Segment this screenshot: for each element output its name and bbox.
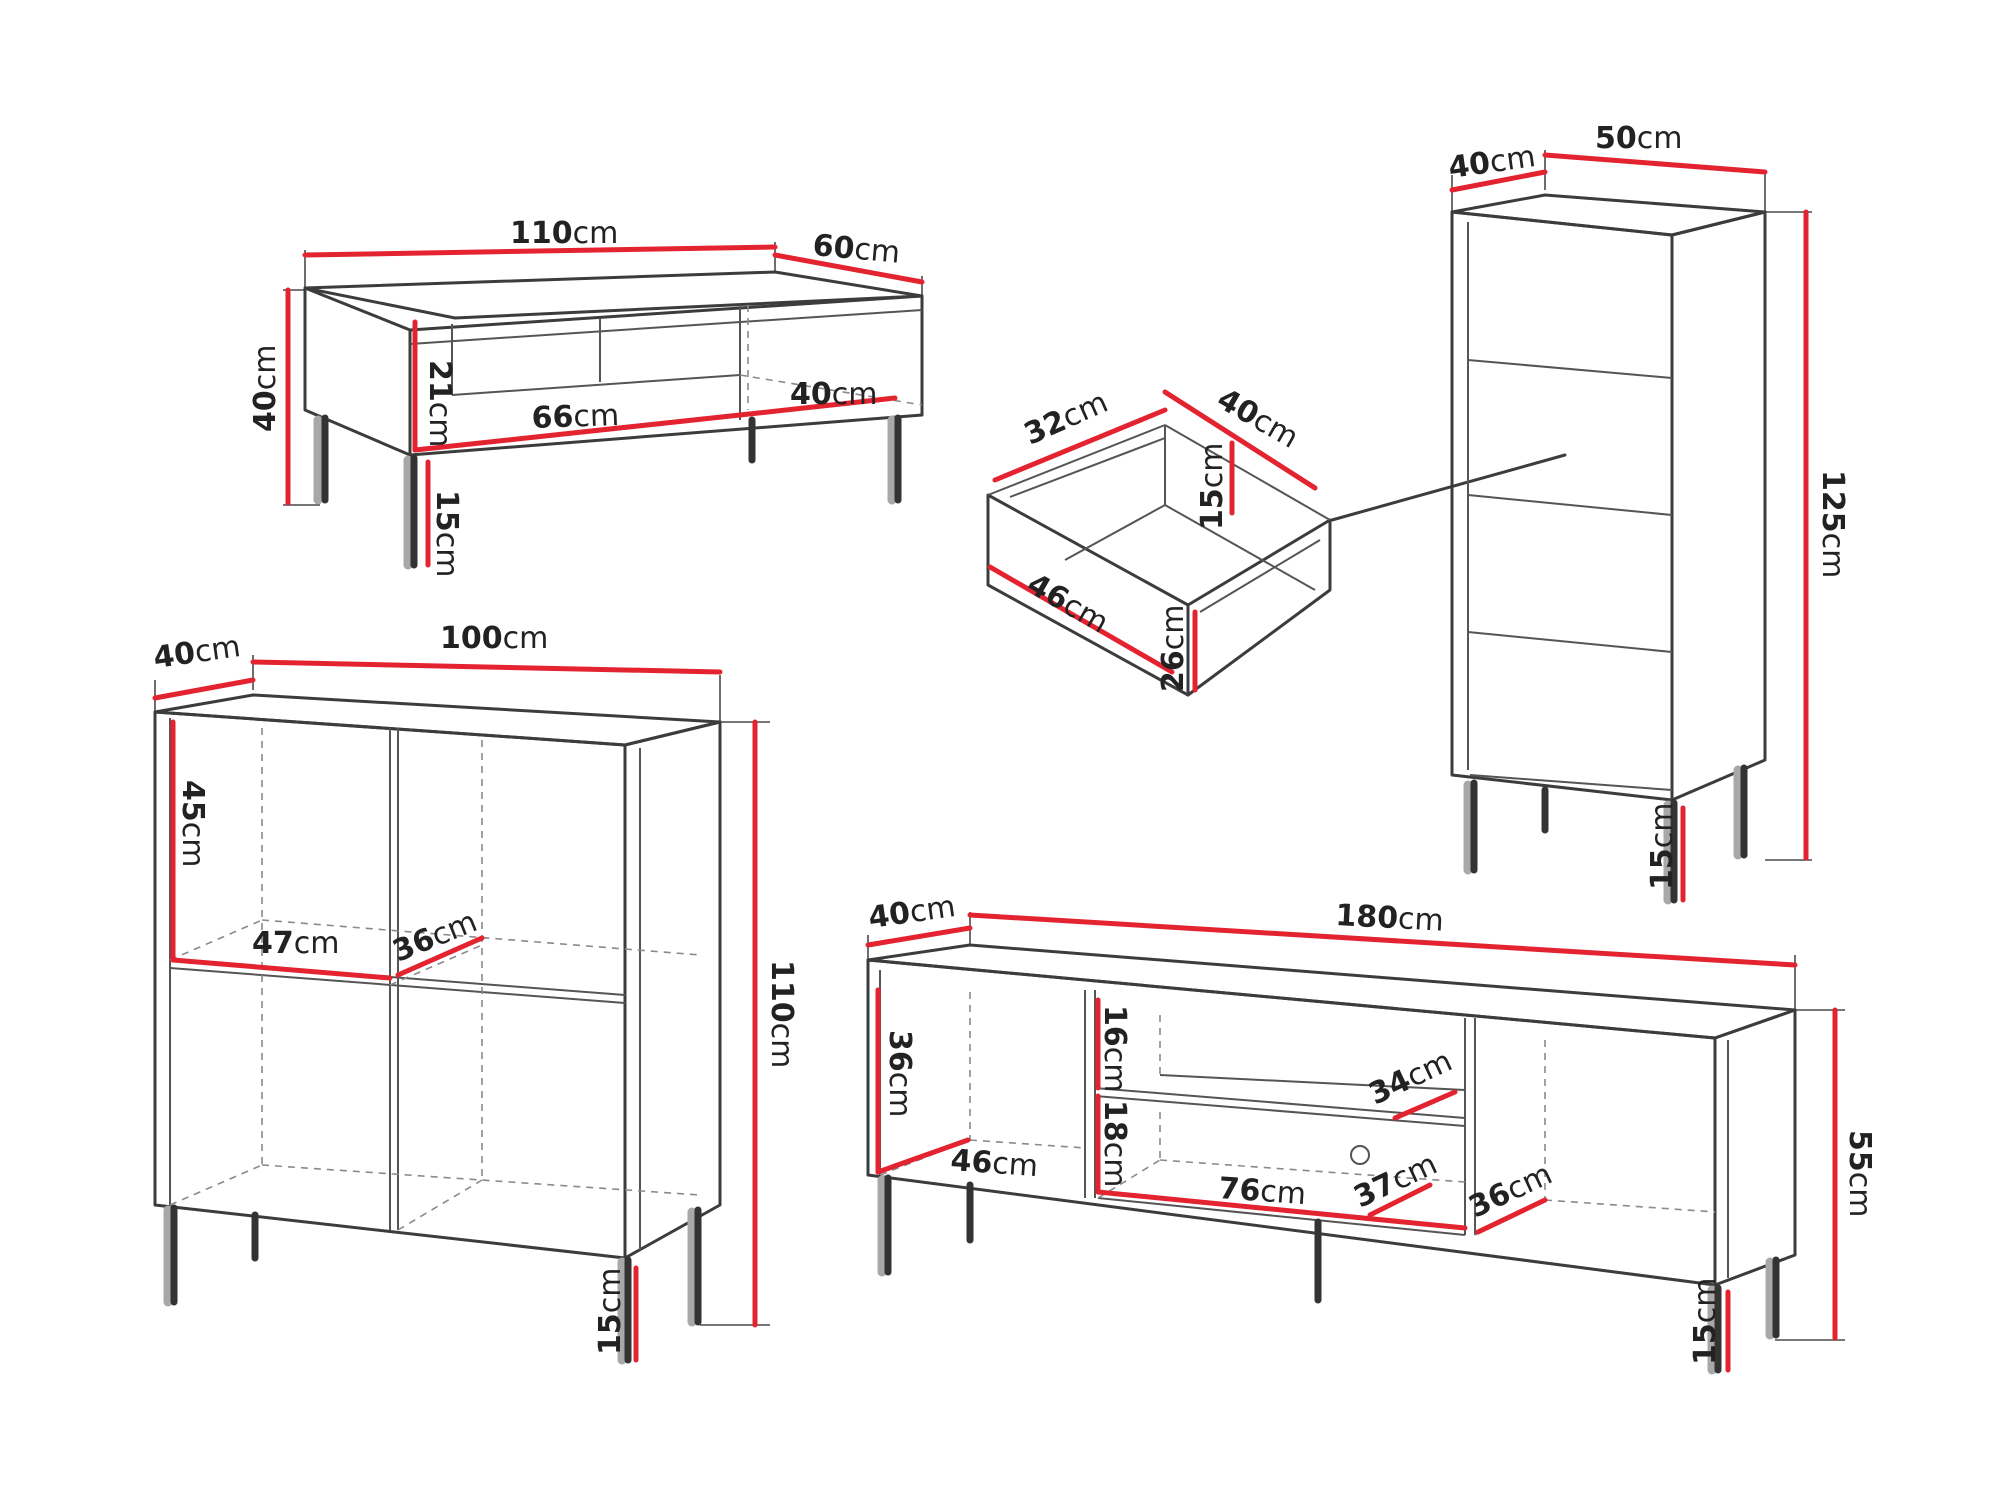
- label-drawer-depth: 32cm: [1019, 385, 1113, 453]
- dim-tower-depth: [1449, 169, 1548, 193]
- label-tv-mid-width: 76cm: [1217, 1171, 1307, 1212]
- label-table-inner-depth: 40cm: [790, 377, 877, 412]
- dim-table-inner-depth: [737, 395, 898, 418]
- dim-tv-left-width: [875, 1137, 971, 1175]
- dim-drawer-front-width: [987, 564, 1175, 675]
- label-table-height: 40cm: [248, 345, 283, 432]
- label-tv-mid-top-height: 16cm: [1097, 1005, 1132, 1092]
- label-cabinet-width: 100cm: [440, 621, 548, 656]
- drawer-knob: [1350, 1145, 1370, 1165]
- label-table-width: 110cm: [510, 216, 618, 251]
- drawer-side: [1186, 518, 1332, 697]
- label-table-inner-height: 21cm: [422, 360, 457, 447]
- coffee-table-side: [408, 294, 924, 457]
- coffee-table-top: [303, 270, 924, 320]
- label-tower-height: 125cm: [1815, 470, 1850, 578]
- label-tv-leg: 15cm: [1688, 1278, 1723, 1365]
- dim-drawer-width: [1162, 389, 1318, 491]
- label-tv-height: 55cm: [1842, 1130, 1877, 1217]
- label-table-inner-width: 66cm: [531, 398, 620, 436]
- label-cabinet-shelf-width: 47cm: [252, 926, 339, 961]
- label-table-depth: 60cm: [811, 228, 901, 270]
- dim-table-width: [302, 244, 778, 258]
- dim-tv-right-depth: [1475, 1197, 1548, 1235]
- dim-tv-mid-upper-depth: [1392, 1089, 1458, 1121]
- cabinet: 40cm 100cm 110cm 45cm 47cm 36cm 15cm: [151, 621, 799, 1365]
- label-table-leg: 15cm: [429, 490, 464, 577]
- dim-cabinet-width: [250, 659, 723, 675]
- dim-tv-depth: [865, 925, 973, 948]
- label-tower-width: 50cm: [1595, 121, 1682, 156]
- dim-tv-width: [967, 912, 1798, 968]
- label-tv-depth: 40cm: [866, 889, 957, 936]
- tall-tower: 40cm 50cm 125cm 15cm: [1446, 121, 1850, 905]
- label-cabinet-depth: 40cm: [151, 629, 242, 676]
- tower-side: [1450, 210, 1674, 802]
- dim-table-depth: [772, 252, 925, 285]
- dim-tower-width: [1542, 152, 1768, 175]
- label-tv-left-height: 36cm: [882, 1030, 917, 1117]
- drawer: 32cm 40cm 15cm 46cm 26cm: [986, 382, 1567, 697]
- cabinet-top: [153, 693, 722, 747]
- tv-stand-side: [1713, 1008, 1797, 1287]
- dim-table-inner-width: [412, 412, 743, 453]
- dim-cabinet-depth: [152, 677, 256, 701]
- label-tv-mid-bottom-height: 18cm: [1097, 1100, 1132, 1187]
- tv-stand: 40cm 180cm 55cm 36cm 46cm 16cm 18cm 76cm…: [865, 889, 1877, 1375]
- tower-front: [1670, 210, 1767, 802]
- dim-tv-mid-width: [1095, 1189, 1468, 1231]
- label-cabinet-height: 110cm: [764, 960, 799, 1068]
- label-tv-width: 180cm: [1335, 898, 1445, 939]
- dim-drawer-depth: [992, 407, 1168, 483]
- dim-cabinet-shelf-depth: [395, 935, 485, 978]
- dim-cabinet-shelf-width: [170, 957, 393, 981]
- label-tower-depth: 40cm: [1446, 139, 1537, 186]
- tv-stand-front: [866, 958, 1717, 1287]
- label-tv-left-width: 46cm: [949, 1143, 1039, 1184]
- label-cabinet-leg: 15cm: [593, 1268, 628, 1355]
- label-tv-mid-upper-depth: 34cm: [1364, 1044, 1458, 1113]
- label-tower-leg: 15cm: [1645, 803, 1680, 890]
- coffee-table: 110cm 60cm 40cm 21cm 66cm 40cm 15cm: [248, 216, 925, 577]
- cabinet-side: [623, 720, 722, 1260]
- label-drawer-front-height: 26cm: [1156, 605, 1191, 692]
- label-cabinet-shelf-height: 45cm: [175, 780, 210, 867]
- dim-tv-mid-depth: [1367, 1182, 1433, 1218]
- label-drawer-inner-height: 15cm: [1195, 443, 1230, 530]
